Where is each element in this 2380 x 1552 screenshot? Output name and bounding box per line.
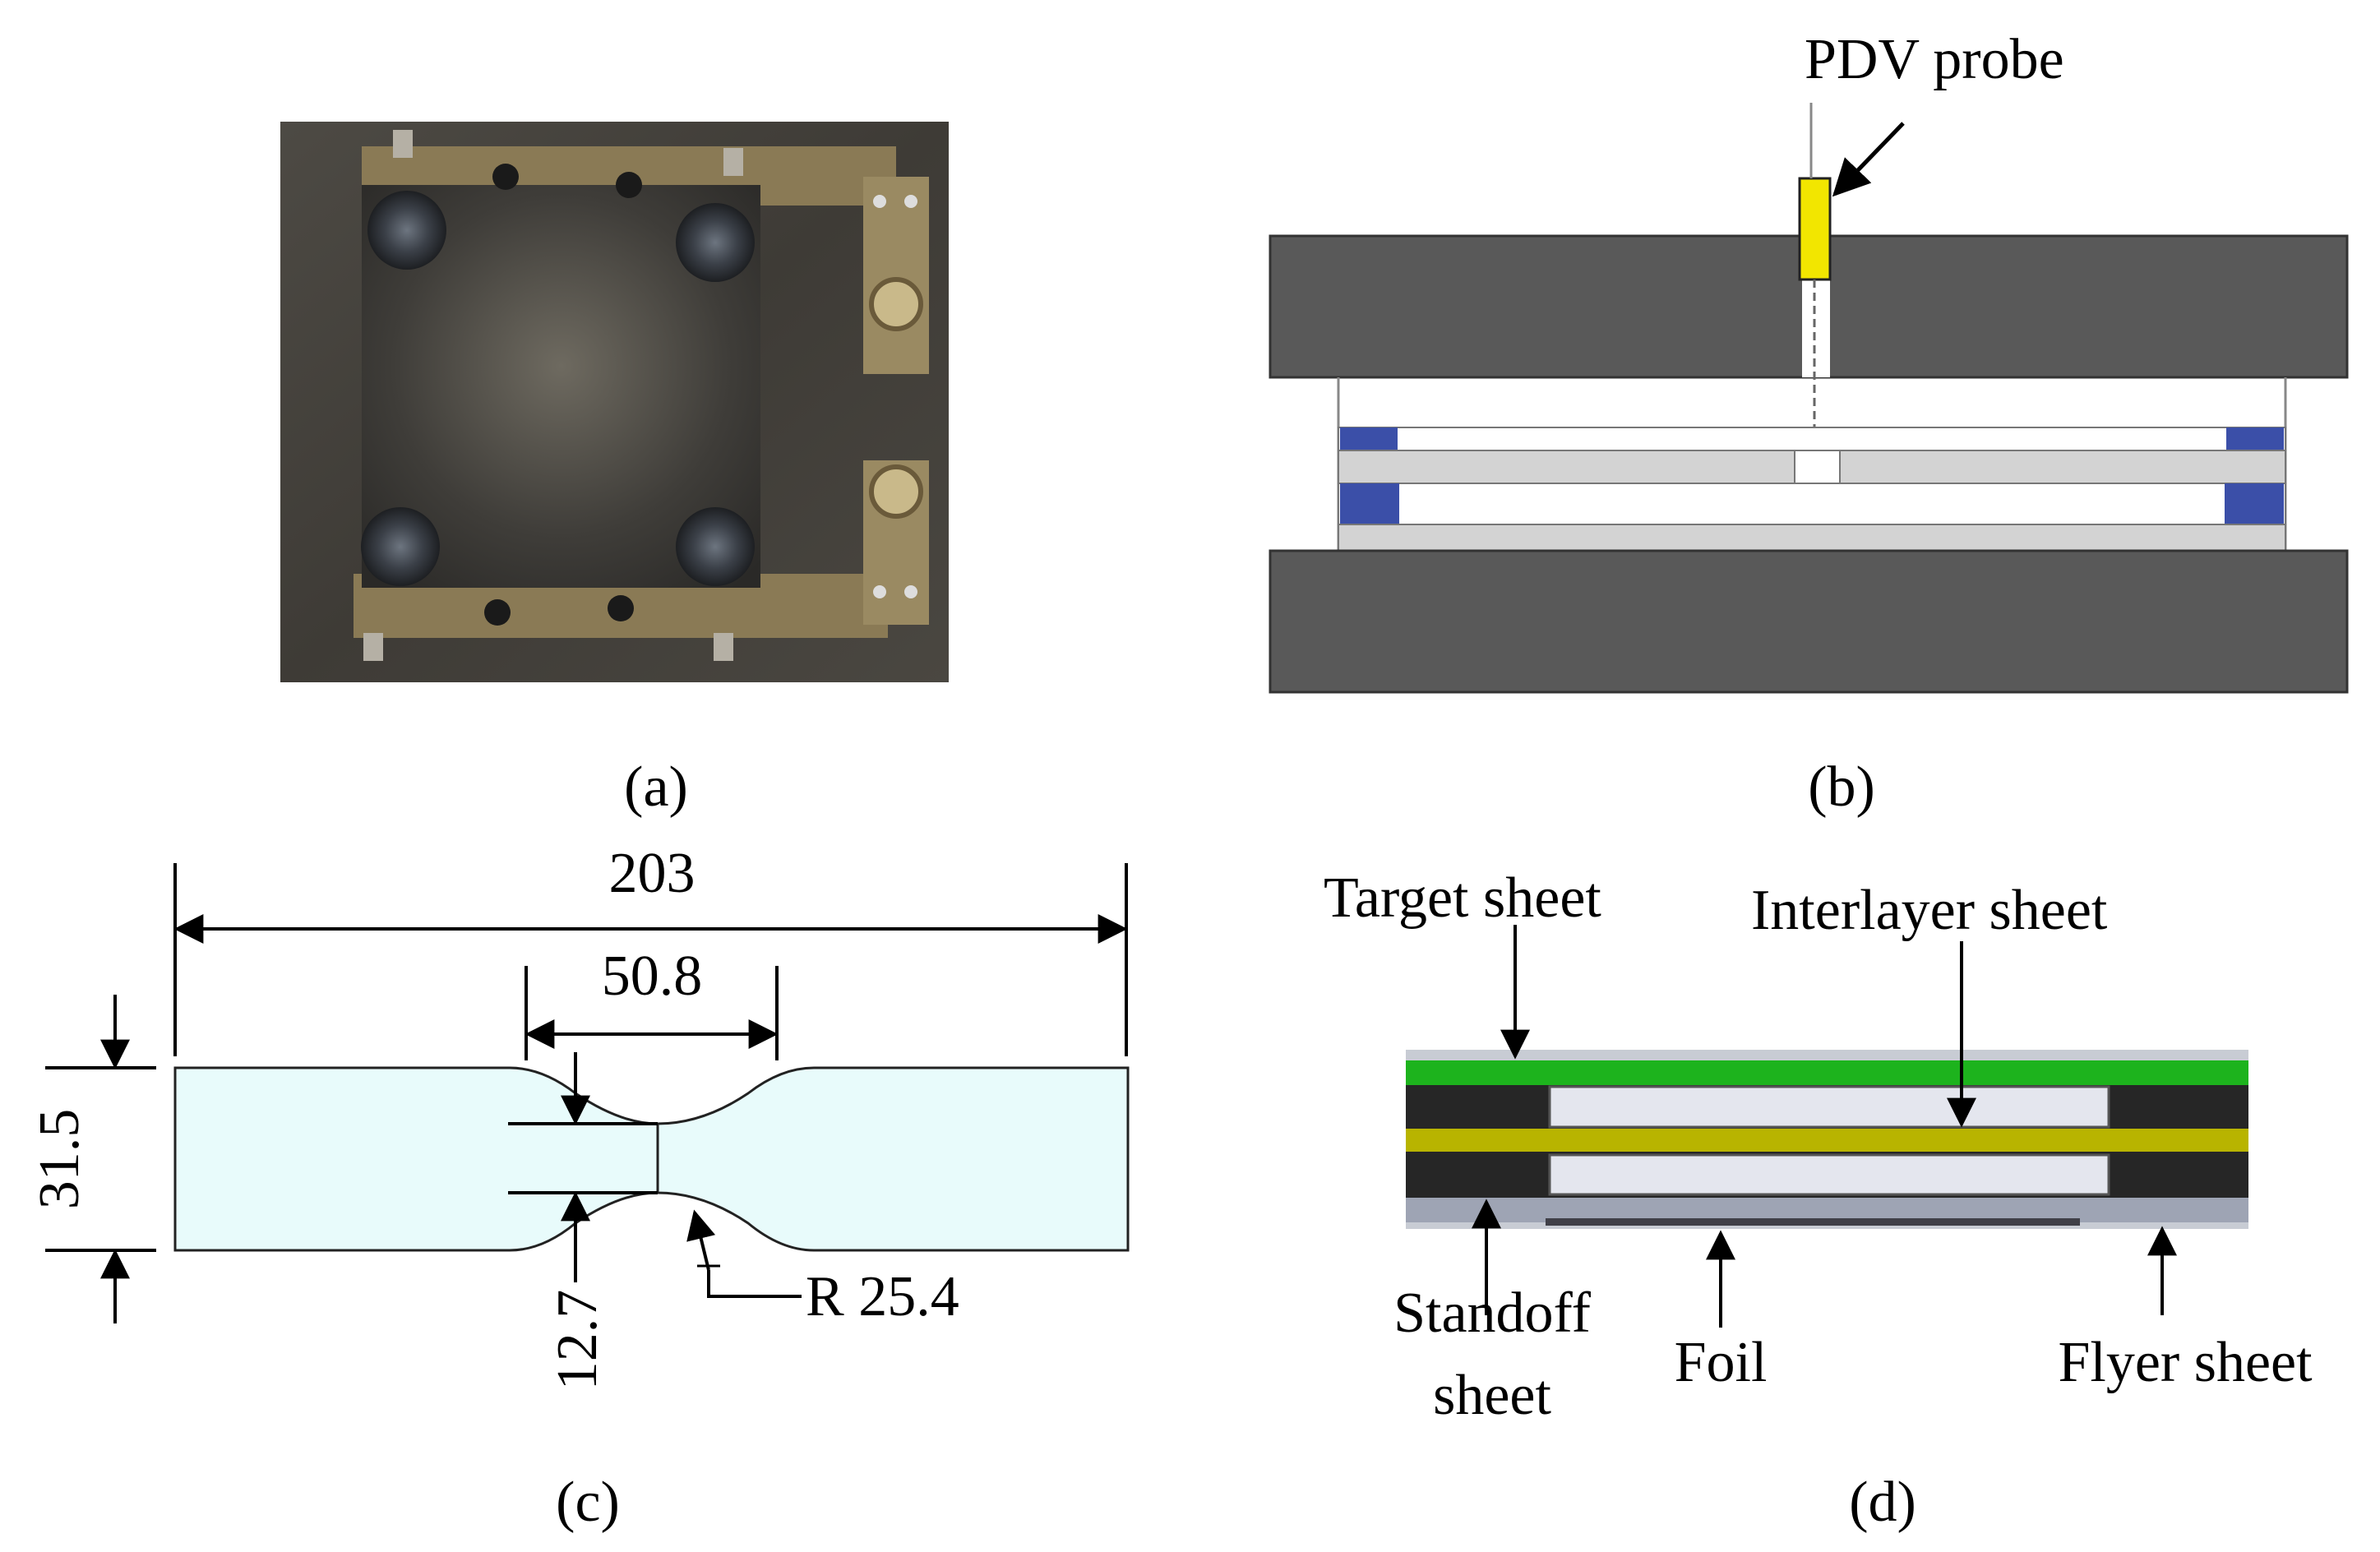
label-target-sheet: Target sheet bbox=[1324, 866, 1601, 930]
panel-d: Target sheet Interlayer sheet Standoff s… bbox=[1324, 866, 2313, 1534]
label-foil: Foil bbox=[1675, 1331, 1768, 1394]
pdv-probe bbox=[1798, 177, 1832, 281]
label-flyer-sheet: Flyer sheet bbox=[2058, 1331, 2313, 1394]
panel-c: 203 50.8 31.5 12.7 R 25.4 (c) bbox=[28, 842, 1130, 1534]
panel-b: PDV probe (b) bbox=[1269, 28, 2349, 819]
pdv-probe-arrow bbox=[1832, 122, 1905, 197]
dim-gauge-width: 12.7 bbox=[546, 1290, 609, 1391]
upper-void bbox=[1548, 1085, 2110, 1129]
bottom-die-plate bbox=[1269, 549, 2349, 694]
panel-a: (a) bbox=[280, 122, 949, 819]
layer-target-sheet bbox=[1406, 1060, 2248, 1085]
upper-spacer-left bbox=[1340, 427, 1398, 450]
lower-void bbox=[1548, 1153, 2110, 1196]
caption-d: (d) bbox=[1849, 1471, 1916, 1534]
lower-spacer-right bbox=[2225, 483, 2284, 524]
fixture-photo bbox=[280, 122, 949, 682]
dim-overall-length: 203 bbox=[609, 842, 696, 905]
caption-a: (a) bbox=[624, 755, 688, 819]
dim-width: 31.5 bbox=[28, 1109, 91, 1210]
dim-radius: R 25.4 bbox=[806, 1265, 959, 1328]
layer-interlayer-sheet bbox=[1406, 1129, 2248, 1152]
caption-b: (b) bbox=[1808, 755, 1875, 819]
upper-spacer-right bbox=[2226, 427, 2284, 450]
label-standoff-sheet-2: sheet bbox=[1433, 1364, 1551, 1427]
layer-foil bbox=[1546, 1218, 2080, 1226]
label-standoff-sheet-1: Standoff bbox=[1393, 1282, 1591, 1345]
label-interlayer-sheet: Interlayer sheet bbox=[1751, 879, 2108, 942]
specimen-outline bbox=[173, 1066, 1130, 1252]
caption-c: (c) bbox=[556, 1471, 620, 1534]
dim-gauge-length: 50.8 bbox=[602, 945, 703, 1008]
lower-spacer-left bbox=[1340, 483, 1399, 524]
pdv-probe-label: PDV probe bbox=[1805, 28, 2064, 91]
